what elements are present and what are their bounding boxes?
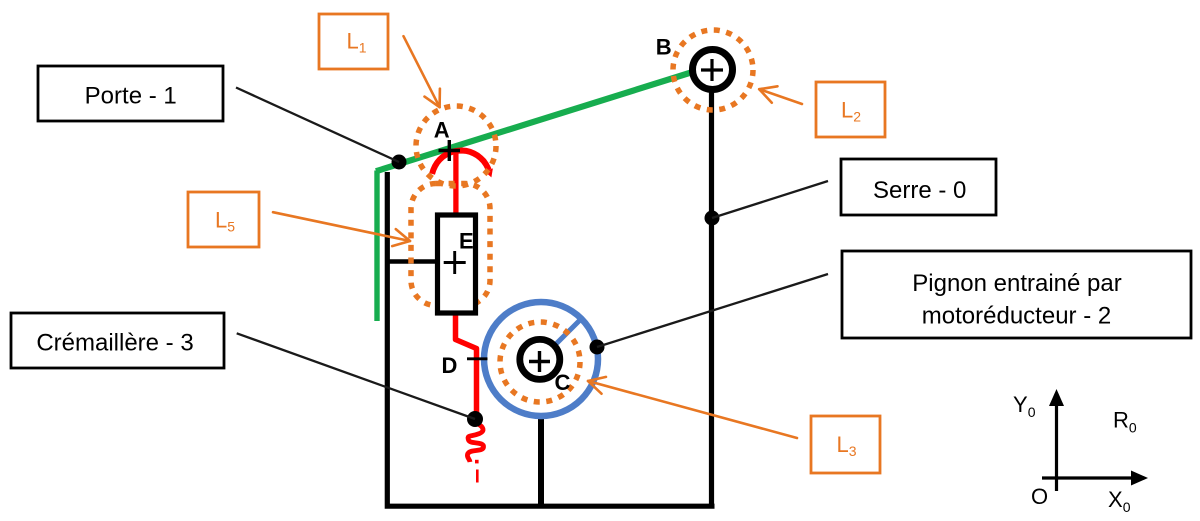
svg-text:O: O <box>1031 484 1048 509</box>
svg-text:Porte - 1: Porte - 1 <box>85 83 177 110</box>
svg-text:C: C <box>555 370 571 395</box>
svg-text:E: E <box>459 229 474 254</box>
svg-text:Pignon entrainé par: Pignon entrainé par <box>912 270 1121 297</box>
svg-text:Crémaillère - 3: Crémaillère - 3 <box>36 330 193 357</box>
svg-text:Serre - 0: Serre - 0 <box>873 177 966 204</box>
svg-text:B: B <box>656 35 672 60</box>
svg-text:D: D <box>442 353 458 378</box>
svg-text:motoréducteur - 2: motoréducteur - 2 <box>922 303 1111 330</box>
svg-text:A: A <box>434 117 450 142</box>
